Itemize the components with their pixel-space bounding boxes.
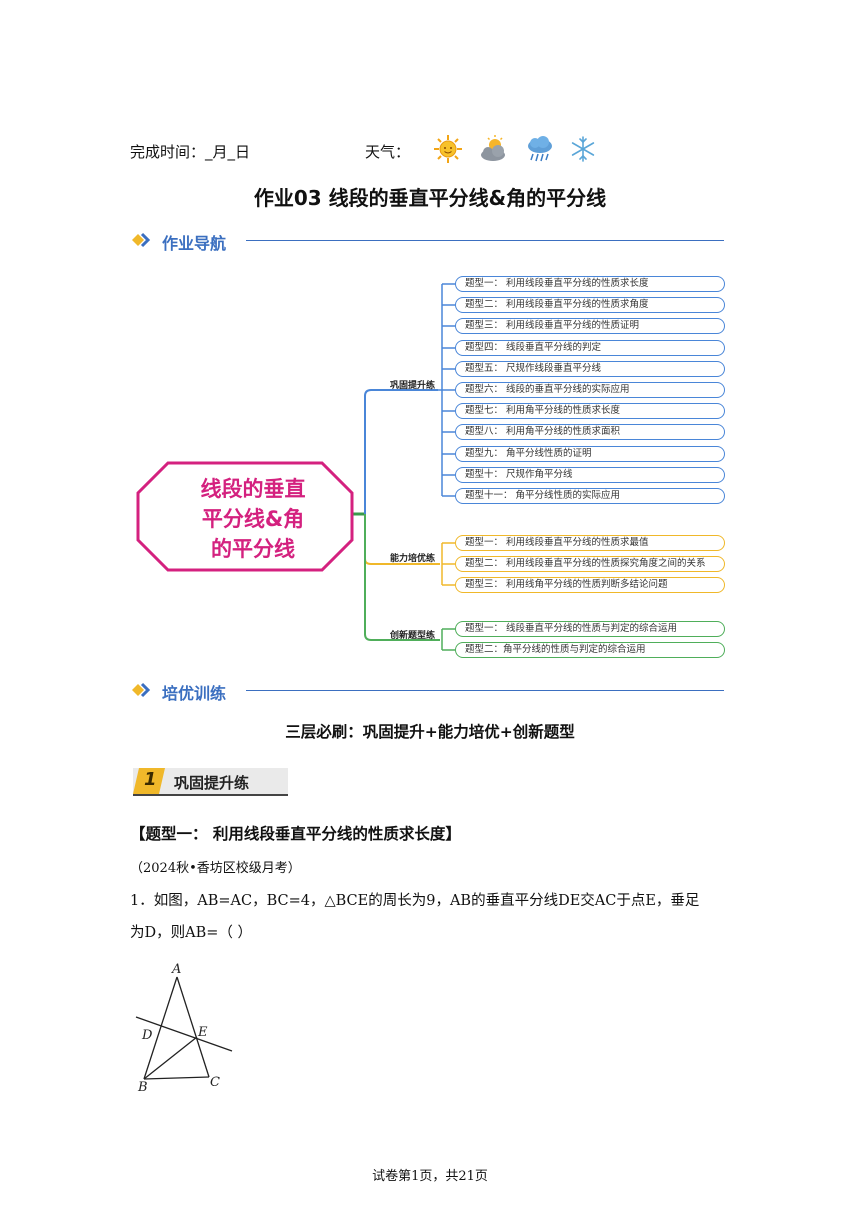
- question-text-line1: 1．如图，AB=AC，BC=4，△BCE的周长为9，AB的垂直平分线DE交AC于…: [130, 893, 700, 909]
- nav-section-title: 作业导航: [162, 234, 227, 253]
- page-title: 作业03 线段的垂直平分线&角的平分线: [253, 186, 607, 210]
- mindmap-leaf: 题型二： 利用线段垂直平分线的性质探究角度之间的关系: [455, 556, 725, 572]
- sun-icon: [434, 135, 462, 163]
- level-badge-label: 巩固提升练: [174, 774, 250, 792]
- question-text-line2: 为D，则AB=（ ）: [130, 925, 253, 941]
- figure-label-b: B: [137, 1080, 148, 1095]
- page-footer: 试卷第1页，共21页: [372, 1169, 488, 1184]
- weather-label: 天气：: [365, 143, 411, 161]
- mindmap-leaf: 题型三： 利用线段垂直平分线的性质证明: [455, 318, 725, 334]
- mindmap-leaf: 题型六： 线段的垂直平分线的实际应用: [455, 382, 725, 398]
- branch-label-consolidate: 巩固提升练: [390, 381, 436, 391]
- section-divider: [246, 240, 724, 241]
- mindmap-leaf: 题型一： 利用线段垂直平分线的性质求最值: [455, 535, 725, 551]
- level-badge-number: 1: [144, 769, 157, 790]
- center-line: 的平分线: [211, 537, 295, 561]
- partly-cloudy-icon: [481, 135, 505, 161]
- geometry-figure: A D E B C: [135, 962, 233, 1095]
- branch-label-ability: 能力培优练: [390, 554, 436, 564]
- mindmap-leaf: 题型二：角平分线的性质与判定的综合运用: [455, 642, 725, 658]
- mindmap-leaf: 题型七： 利用角平分线的性质求长度: [455, 403, 725, 419]
- mindmap-leaf: 题型四： 线段垂直平分线的判定: [455, 340, 725, 356]
- mindmap-leaf: 题型五： 尺规作线段垂直平分线: [455, 361, 725, 377]
- mindmap-leaf: 题型二： 利用线段垂直平分线的性质求角度: [455, 297, 725, 313]
- figure-label-d: D: [141, 1028, 153, 1043]
- mindmap-leaf: 题型八： 利用角平分线的性质求面积: [455, 424, 725, 440]
- figure-label-e: E: [197, 1025, 208, 1040]
- mindmap-leaf: 题型一： 线段垂直平分线的性质与判定的综合运用: [455, 621, 725, 637]
- mindmap-center-node: 线段的垂直 平分线&角 的平分线: [178, 474, 328, 564]
- figure-label-a: A: [171, 962, 181, 977]
- figure-label-c: C: [210, 1075, 220, 1090]
- branch-label-innovation: 创新题型练: [390, 631, 436, 641]
- question-type-heading: 【题型一： 利用线段垂直平分线的性质求长度】: [130, 825, 461, 843]
- double-chevron-icon: [132, 682, 151, 698]
- date-label: 完成时间：_月_日: [130, 143, 251, 161]
- center-line: 线段的垂直: [200, 477, 306, 501]
- subtitle: 三层必刷：巩固提升+能力培优+创新题型: [285, 723, 575, 741]
- center-line: 平分线&角: [201, 507, 305, 531]
- mindmap-leaf: 题型三： 利用线角平分线的性质判断多结论问题: [455, 577, 725, 593]
- double-chevron-icon: [132, 232, 151, 248]
- mindmap-leaf: 题型十： 尺规作角平分线: [455, 467, 725, 483]
- mindmap-leaf: 题型一： 利用线段垂直平分线的性质求长度: [455, 276, 725, 292]
- mindmap-connectors: [136, 283, 455, 651]
- train-section-title: 培优训练: [162, 684, 227, 703]
- level-badge-bg: [133, 768, 288, 796]
- question-source: （2024秋•香坊区校级月考）: [130, 861, 301, 876]
- mindmap-leaf: 题型九： 角平分线性质的证明: [455, 446, 725, 462]
- mindmap-leaf: 题型十一： 角平分线性质的实际应用: [455, 488, 725, 504]
- section-divider: [246, 690, 724, 691]
- snow-icon: [571, 136, 595, 162]
- rain-icon: [528, 136, 552, 162]
